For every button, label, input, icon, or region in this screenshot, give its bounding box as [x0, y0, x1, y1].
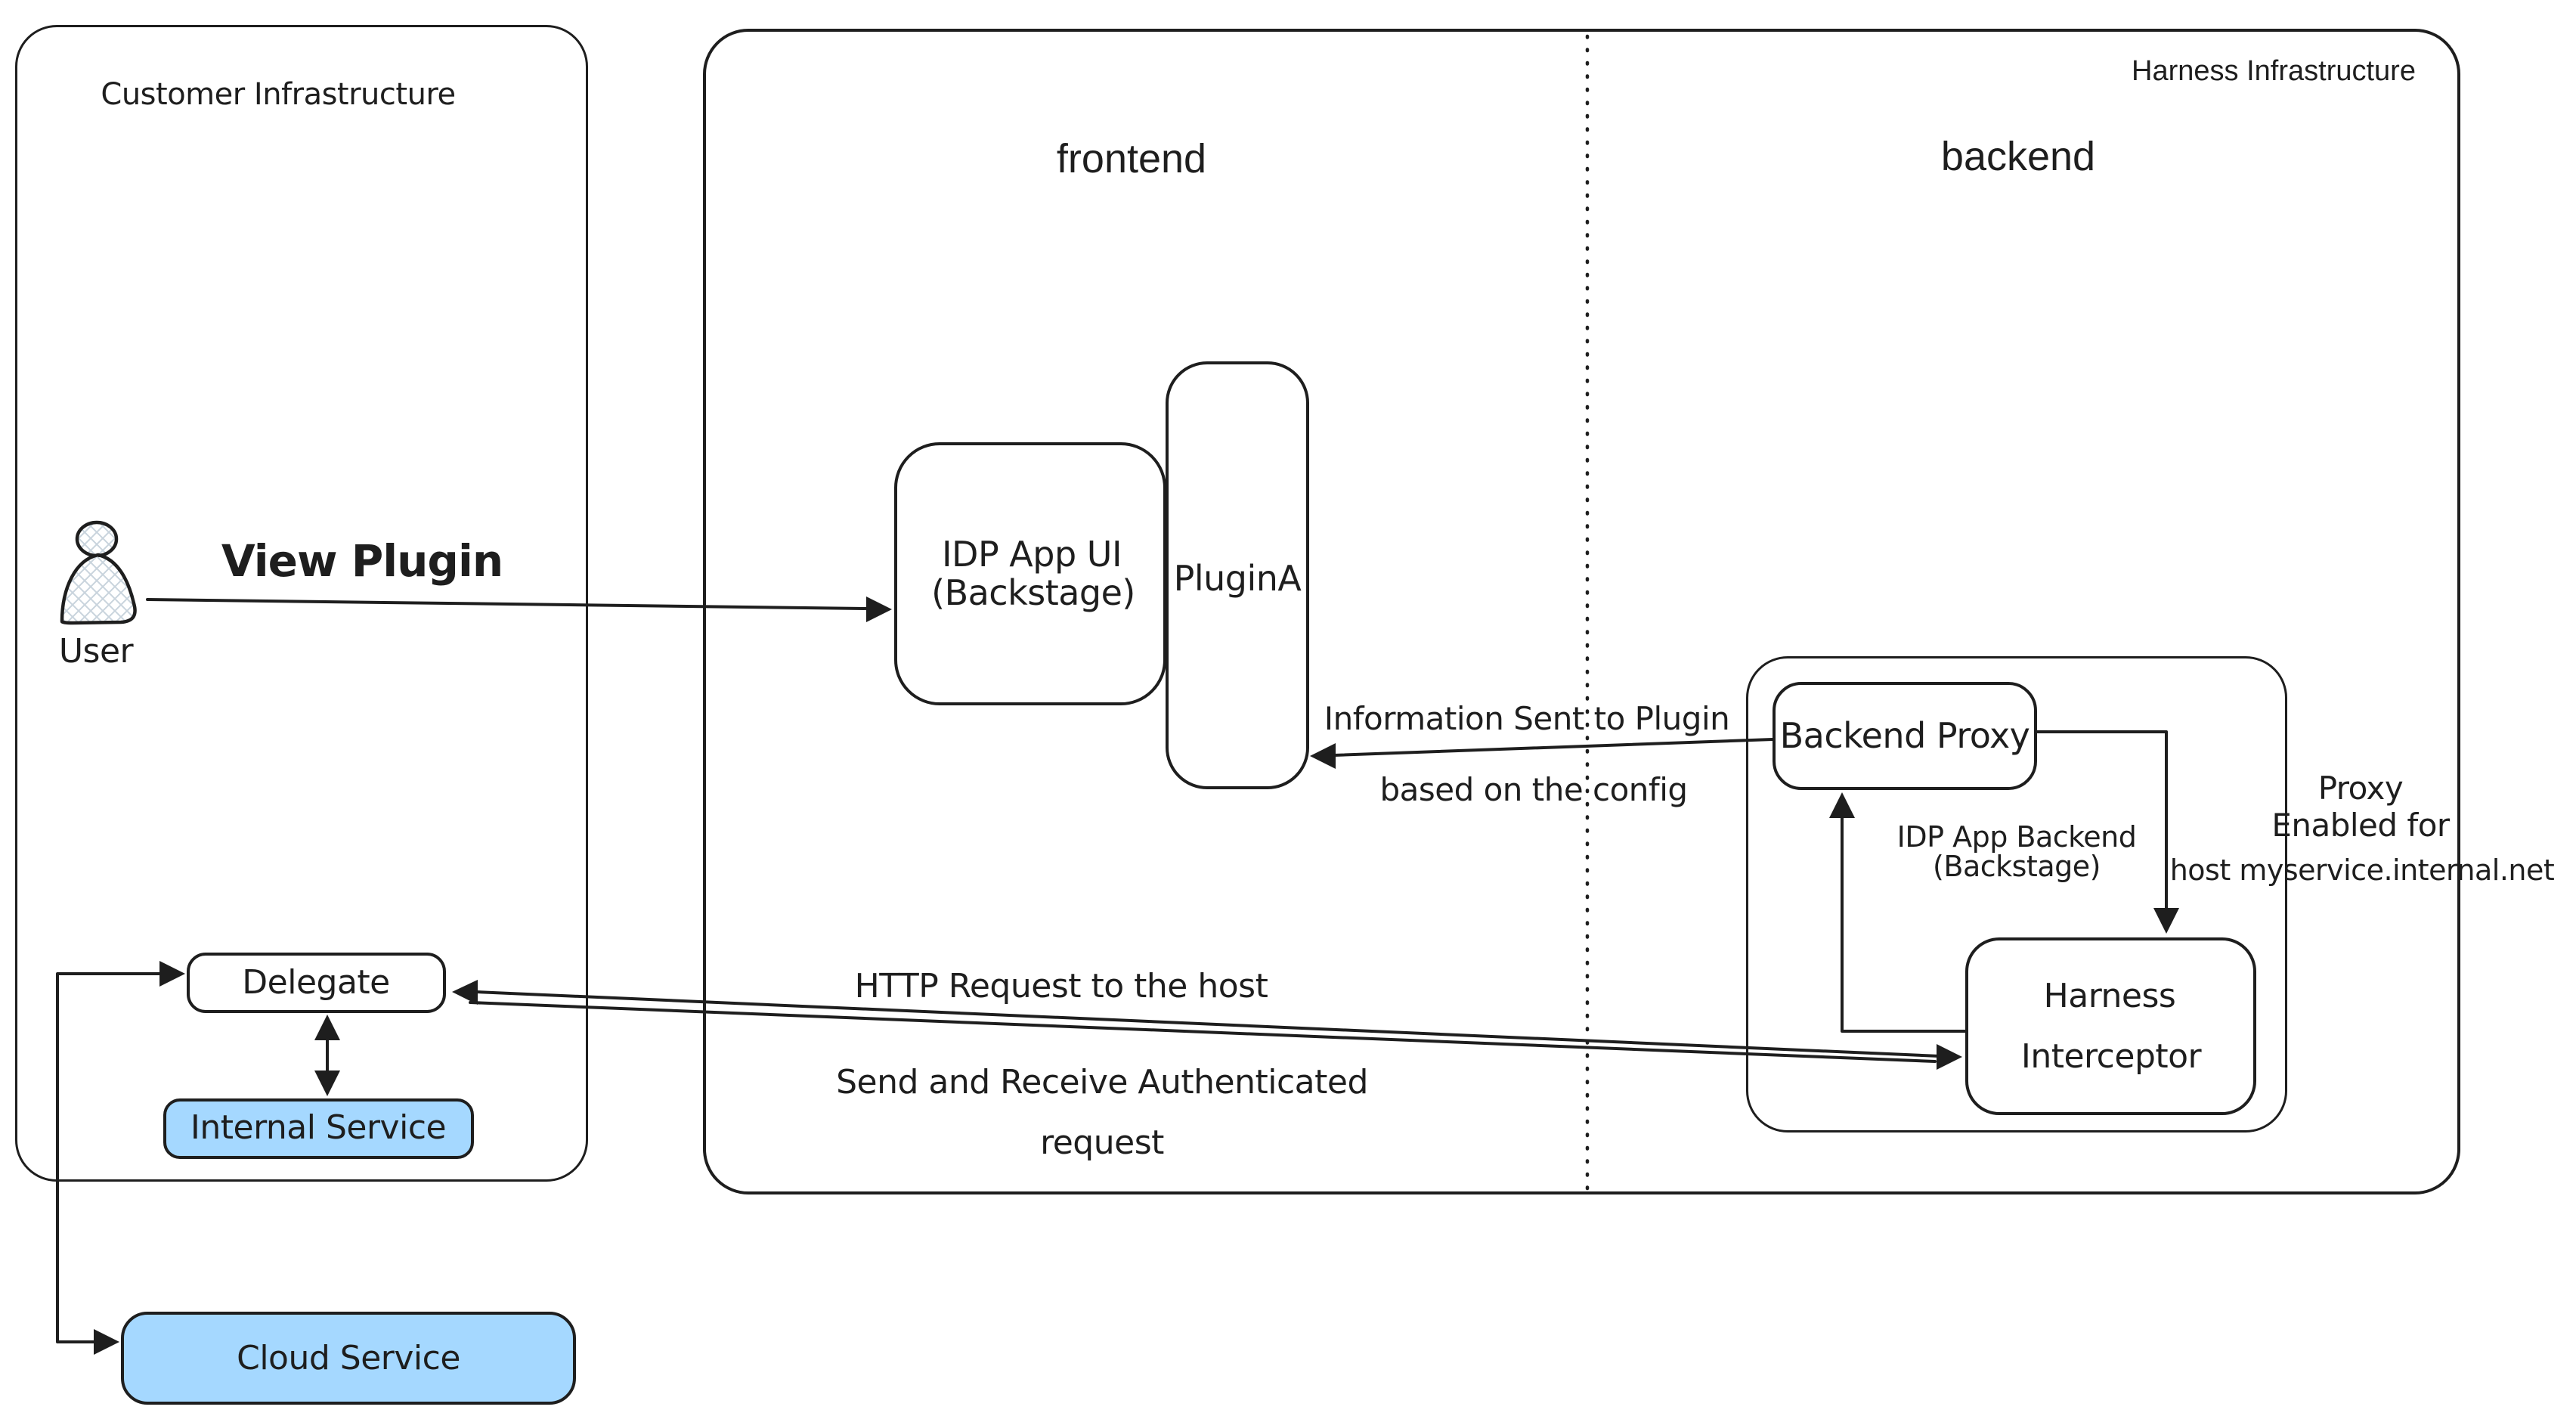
harness-interceptor-box	[1965, 937, 2256, 1115]
harness-infrastructure-label: Harness Infrastructure	[2132, 55, 2416, 87]
cloud-service-box	[121, 1312, 576, 1405]
backend-label: backend	[1940, 134, 2096, 179]
backend-proxy-box	[1773, 682, 2037, 790]
harness-infrastructure-box	[703, 29, 2460, 1194]
info-to-plugin-label-line2: based on the config	[1379, 771, 1688, 808]
delegate-box	[187, 953, 446, 1013]
harness-interceptor-label-line2: Interceptor	[2020, 1037, 2202, 1076]
cloud-service-label: Cloud Service	[237, 1339, 460, 1377]
delegate-label: Delegate	[242, 963, 390, 1002]
plugin-a-label: PluginA	[1173, 558, 1302, 599]
http-request-label-line1: HTTP Request to the host	[854, 967, 1268, 1005]
harness-interceptor-label-line1: Harness	[2043, 977, 2176, 1015]
http-request-label-line3: request	[1040, 1123, 1164, 1162]
idp-app-ui-label-line1: IDP App UI	[941, 534, 1122, 575]
proxy-note-line1: Proxy	[2317, 770, 2404, 807]
view-plugin-label: View Plugin	[221, 535, 503, 587]
proxy-note-line2: Enabled for	[2271, 807, 2450, 844]
idp-app-ui-box	[894, 442, 1166, 705]
frontend-label: frontend	[1056, 136, 1207, 181]
customer-infrastructure-label: Customer Infrastructure	[101, 77, 456, 112]
user-label: User	[58, 632, 134, 671]
internal-service-box	[163, 1098, 474, 1159]
http-request-label-line2: Send and Receive Authenticated	[836, 1063, 1368, 1102]
idp-app-backend-label-line1: IDP App Backend	[1896, 820, 2137, 854]
info-to-plugin-label-line1: Information Sent to Plugin	[1324, 700, 1730, 737]
backend-proxy-label: Backend Proxy	[1779, 715, 2030, 756]
idp-app-ui-label-line2: (Backstage)	[931, 572, 1135, 613]
internal-service-label: Internal Service	[190, 1108, 447, 1147]
idp-app-backend-label-line2: (Backstage)	[1933, 850, 2101, 883]
proxy-note-line3: host myservice.internal.net	[2169, 854, 2555, 887]
idp-app-backend-container	[1746, 656, 2287, 1132]
plugin-a-box	[1166, 361, 1309, 789]
